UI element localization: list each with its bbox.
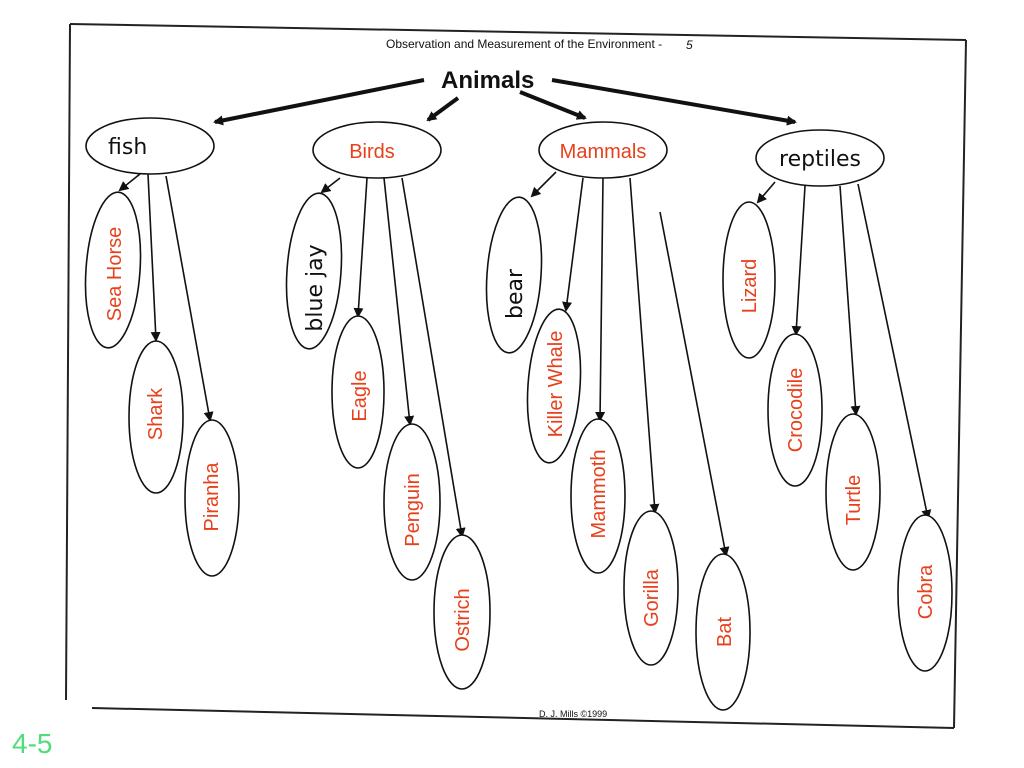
child-label-killer-whale: Killer Whale [545,331,567,438]
category-label-mammals: Mammals [560,141,647,163]
worksheet-credit: D. J. Mills ©1999 [539,709,607,719]
child-arrows [118,171,932,557]
child-label-bat: Bat [714,617,736,647]
child-label-shark: Shark [145,387,167,440]
child-label-sea-horse: Sea Horse [104,227,126,322]
child-oval-penguin [383,423,441,581]
worksheet-border [65,23,967,729]
child-label-turtle: Turtle [843,475,865,525]
category-label-birds: Birds [349,141,395,163]
child-label-mammoth: Mammoth [588,450,610,539]
child-oval-turtle [825,413,881,571]
category-oval-birds [312,121,442,179]
child-oval-lizard [722,201,776,359]
child-label-penguin: Penguin [402,473,424,546]
child-label-cobra: Cobra [915,564,937,619]
child-oval-eagle [331,315,385,469]
category-oval-fish [85,117,215,175]
worksheet-header: Observation and Measurement of the Envir… [386,37,662,51]
category-label-fish: fish [108,135,147,160]
category-label-reptiles: reptiles [779,147,861,172]
root-arrows [213,78,797,126]
child-label-eagle: Eagle [349,370,371,421]
category-oval-reptiles [755,129,885,187]
child-label-piranha: Piranha [201,462,223,532]
child-oval-killer-whale [526,308,582,464]
child-oval-sea-horse [84,191,142,349]
child-oval-gorilla [623,510,679,666]
child-label-blue-jay: blue jay [303,244,328,331]
slide-number: 4-5 [12,728,53,759]
child-label-bear: bear [503,268,528,319]
child-label-lizard: Lizard [739,259,761,313]
child-oval-mammoth [570,418,626,574]
child-oval-piranha [184,419,240,577]
child-oval-bat [695,553,751,711]
child-label-ostrich: Ostrich [452,588,474,651]
child-oval-crocodile [767,333,823,487]
child-label-crocodile: Crocodile [785,368,807,452]
worksheet-page-number: 5 [686,38,693,52]
child-oval-blue-jay [285,192,343,350]
child-oval-cobra [897,514,953,672]
root-label: Animals [441,67,534,94]
child-oval-shark [128,340,184,494]
child-label-gorilla: Gorilla [641,568,663,627]
child-oval-bear [485,196,543,354]
child-oval-ostrich [433,534,491,690]
